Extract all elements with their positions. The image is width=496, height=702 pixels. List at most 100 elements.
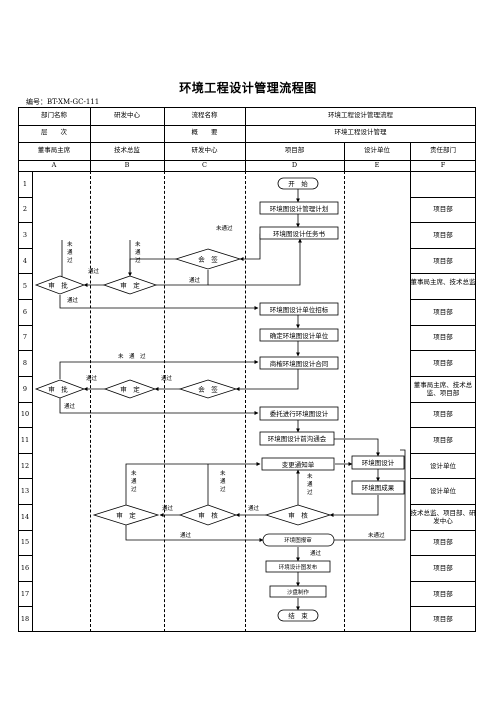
- row-line: [18, 376, 32, 377]
- svg-text:环境图成果: 环境图成果: [362, 483, 395, 492]
- row-line: [410, 606, 476, 607]
- row-line: [18, 325, 32, 326]
- row-number: 1: [22, 180, 28, 188]
- row-line: [18, 402, 32, 403]
- svg-text:环境图设计前沟通会: 环境图设计前沟通会: [268, 434, 327, 443]
- label-pass: 通过: [248, 504, 260, 512]
- label-pass: 通过: [67, 296, 79, 304]
- row-line: [410, 478, 476, 479]
- decide-diamond-3: 审 定: [92, 504, 160, 526]
- countersign-diamond-1: 会 签: [174, 248, 242, 270]
- responsible-dept-cell: 项目部: [433, 538, 453, 546]
- responsible-dept-cell: 项目部: [433, 205, 453, 213]
- lane-divider: [344, 171, 345, 632]
- header-value-process: 环境工程设计管理流程: [328, 111, 393, 119]
- header-label-summary: 概 要: [191, 128, 218, 136]
- row-line: [18, 453, 32, 454]
- svg-text:商榷环境图设计合同: 商榷环境图设计合同: [270, 359, 329, 368]
- svg-text:环境设计图发布: 环境设计图发布: [279, 563, 318, 571]
- col-letter-f: F: [440, 161, 446, 169]
- document-code: 编号：BT-XM-GC-111: [26, 98, 100, 106]
- row-line: [18, 222, 32, 223]
- col-header-design-unit: 设计单位: [364, 146, 390, 154]
- design-task-box: 环境图设计任务书: [259, 226, 339, 240]
- row-line: [410, 530, 476, 531]
- row-line: [18, 555, 32, 556]
- row-line: [18, 606, 32, 607]
- col-letter-e: E: [374, 161, 380, 169]
- design-box: 环境图设计: [351, 455, 405, 470]
- svg-text:审 定: 审 定: [120, 281, 140, 290]
- svg-text:结 束: 结 束: [288, 611, 308, 620]
- row-number: 15: [20, 538, 30, 546]
- col-header-tech-director: 技术总监: [114, 146, 140, 154]
- design-plan-box: 环境图设计管理计划: [259, 201, 339, 215]
- row-line: [18, 197, 32, 198]
- responsible-dept-cell: 项目部: [433, 359, 453, 367]
- row-line: [410, 273, 476, 274]
- row-number: 6: [22, 308, 28, 316]
- svg-text:沙盘制作: 沙盘制作: [287, 588, 310, 596]
- approve-diamond-2: 审 批: [34, 379, 86, 399]
- decide-diamond-1: 审 定: [102, 275, 158, 295]
- row-line: [18, 530, 32, 531]
- row-number: 16: [20, 564, 30, 572]
- svg-text:环境图设计管理计划: 环境图设计管理计划: [270, 204, 329, 213]
- svg-text:审 定: 审 定: [120, 385, 140, 394]
- row-line: [410, 376, 476, 377]
- row-line: [410, 325, 476, 326]
- col-letter-c: C: [202, 161, 207, 169]
- row-line: [410, 504, 476, 505]
- grid-line: [18, 171, 476, 172]
- row-number: 14: [20, 513, 30, 521]
- grid-line: [344, 142, 345, 171]
- svg-text:未通过: 未通过: [67, 240, 73, 264]
- svg-text:确定环境图设计单位: 确定环境图设计单位: [270, 331, 329, 340]
- grid-line: [90, 107, 91, 171]
- lane-divider: [90, 171, 91, 632]
- label-pass: 通过: [88, 267, 100, 275]
- row-line: [410, 555, 476, 556]
- row-number: 2: [22, 205, 28, 213]
- header-label-process: 流程名称: [191, 111, 218, 119]
- page-title: 环境工程设计管理流程图: [179, 81, 317, 95]
- row-number: 17: [20, 590, 30, 598]
- label-fail: 未 通 过: [118, 352, 146, 360]
- row-number: 10: [20, 410, 30, 418]
- row-line: [18, 299, 32, 300]
- svg-text:审 批: 审 批: [48, 281, 68, 290]
- label-pass: 通过: [161, 374, 173, 382]
- responsible-dept-cell: 项目部: [433, 436, 453, 444]
- entrust-box: 委托进行环境图设计: [259, 406, 339, 421]
- col-letter-b: B: [124, 161, 130, 169]
- row-line: [410, 299, 476, 300]
- svg-text:会 签: 会 签: [198, 255, 218, 264]
- row-line: [410, 222, 476, 223]
- svg-text:审 核: 审 核: [288, 511, 308, 520]
- label-fail: 未通过: [216, 224, 233, 232]
- grid-line: [32, 171, 33, 632]
- grid-line: [164, 107, 165, 171]
- svg-text:会 签: 会 签: [198, 385, 218, 394]
- responsible-dept-cell: 技术总监、项目部、研发中心: [410, 509, 476, 526]
- grid-line: [18, 160, 476, 161]
- row-line: [18, 478, 32, 479]
- row-number: 3: [22, 231, 28, 239]
- header-value-summary: 环境工程设计管理: [334, 128, 387, 136]
- confirm-unit-box: 确定环境图设计单位: [259, 328, 339, 342]
- svg-text:审 定: 审 定: [116, 511, 136, 520]
- grid-line: [245, 107, 246, 171]
- row-number: 4: [22, 257, 28, 265]
- col-header-rd-center: 研发中心: [191, 146, 218, 154]
- responsible-dept-cell: 项目部: [433, 564, 453, 572]
- responsible-dept-cell: 设计单位: [430, 487, 456, 495]
- row-line: [410, 402, 476, 403]
- responsible-dept-cell: 董事局主席、技术总监: [410, 278, 476, 286]
- col-header-chairman: 董事局主席: [37, 146, 71, 154]
- svg-text:委托进行环境图设计: 委托进行环境图设计: [270, 409, 329, 418]
- responsible-dept-cell: 项目部: [433, 615, 453, 623]
- row-line: [18, 427, 32, 428]
- responsible-dept-cell: 董事局主席、技术总监、项目部: [413, 381, 473, 398]
- svg-text:审 核: 审 核: [198, 511, 218, 520]
- approve-diamond-1: 审 批: [34, 275, 86, 295]
